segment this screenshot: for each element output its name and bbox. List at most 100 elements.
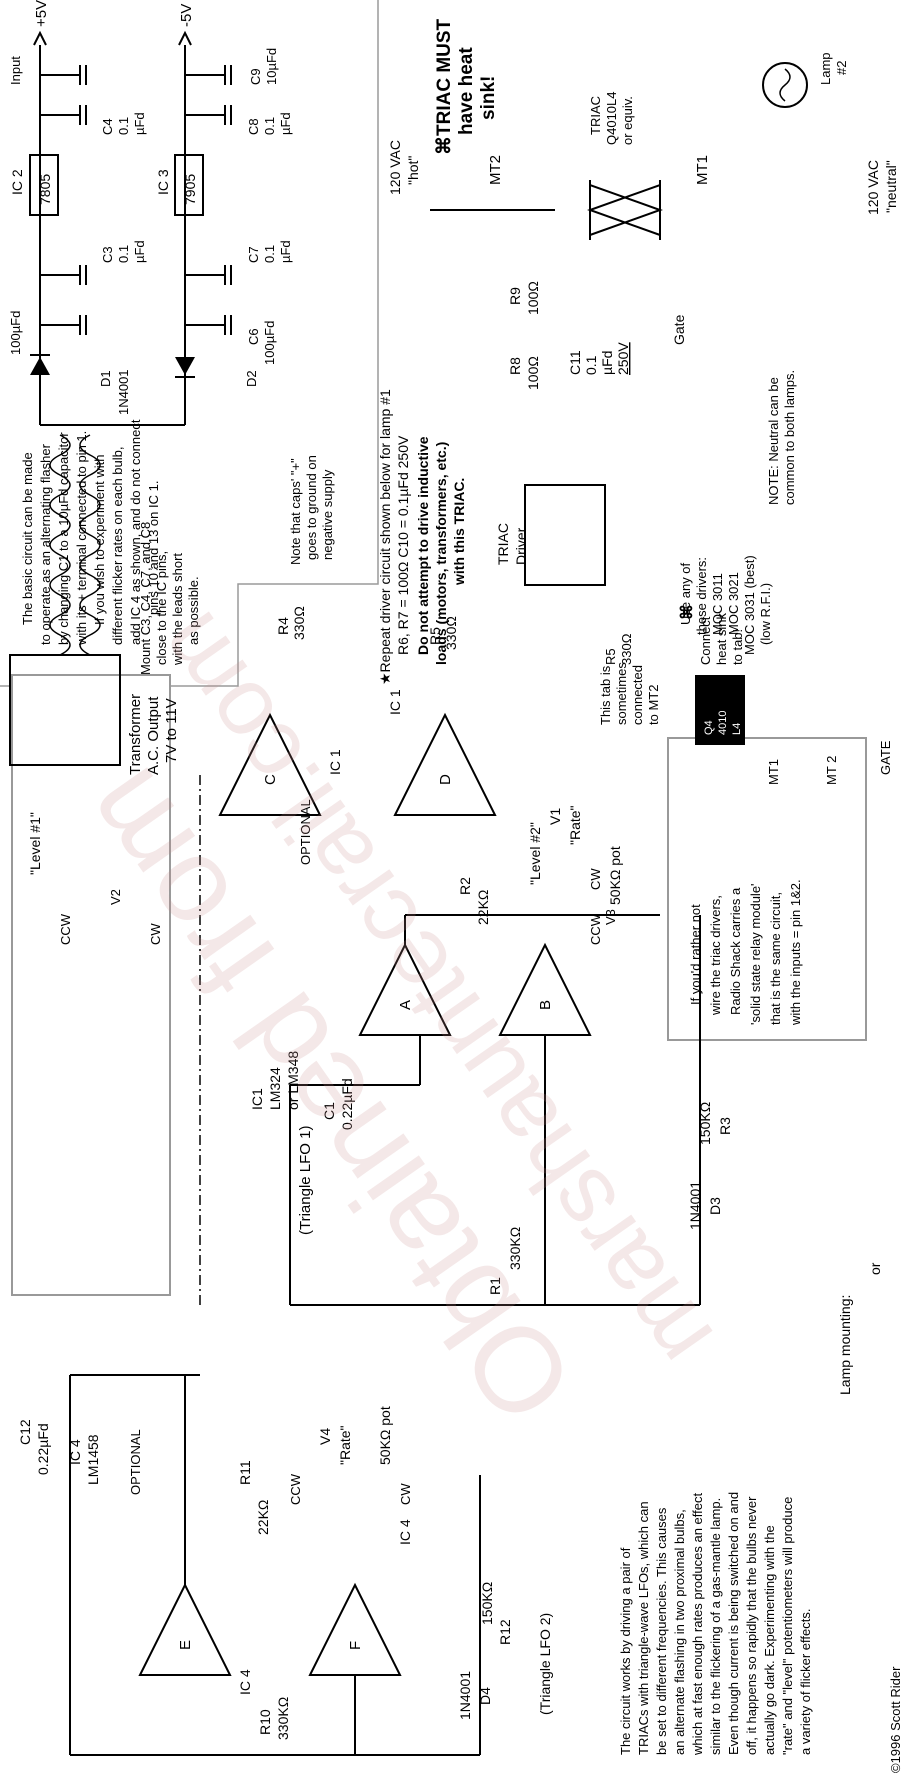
d4-part: 1N4001 xyxy=(457,1671,473,1720)
plus5v-label: +5V xyxy=(33,0,50,27)
c9-label: C9 xyxy=(248,68,263,85)
caps-note-2: goes to ground on xyxy=(304,455,319,560)
alt-note-1: The basic circuit can be made xyxy=(20,452,35,625)
ic3-part: 7905 xyxy=(182,174,198,205)
drivers-list-4: MOC 3021 xyxy=(726,572,741,635)
r10-value: 330KΩ xyxy=(275,1697,291,1740)
r12-label: R12 xyxy=(497,1619,513,1645)
alt-note-2: to operate as an alternating flasher xyxy=(38,443,53,645)
ac-hot-2: "hot" xyxy=(405,156,421,185)
opamp-c xyxy=(218,712,322,816)
rate1-label: "Rate" xyxy=(567,805,583,845)
pot1-label: 50KΩ pot xyxy=(607,846,623,905)
lamp2-label-2: #2 xyxy=(834,61,849,75)
c3-unit: µFd xyxy=(132,240,147,263)
repeat-note-1: ★Repeat driver circuit shown below for l… xyxy=(377,389,393,685)
pin-mt2: MT 2 xyxy=(824,756,839,785)
ic2-label: IC 2 xyxy=(9,169,25,195)
c11-unit: µFd xyxy=(599,351,615,375)
r11-label: R11 xyxy=(237,1460,253,1485)
ic4-part-2: LM1458 xyxy=(85,1434,101,1485)
opamp-d-label: D xyxy=(437,774,454,785)
mount-note-3: with the leads short xyxy=(170,553,185,666)
d1-label: D1 xyxy=(98,370,113,387)
c6-label: C6 xyxy=(246,328,261,345)
desc-7: Even though current is being switched on… xyxy=(726,1492,741,1755)
caps-note-3: negative supply xyxy=(320,469,335,560)
cw2-label: CW xyxy=(588,868,603,890)
ic4-e-label: IC 4 xyxy=(237,1669,253,1695)
warn-note-3: with this TRIAC. xyxy=(451,478,467,586)
pkg-line-3: L4 xyxy=(731,723,743,735)
opamp-e-label: E xyxy=(177,1640,194,1650)
opamp-f xyxy=(308,1582,402,1676)
c11-label: C11 xyxy=(567,350,583,375)
supply-capacitors xyxy=(40,65,232,335)
r10-label: R10 xyxy=(257,1709,273,1735)
neutral-note-2: common to both lamps. xyxy=(782,370,797,505)
r8-value: 100Ω xyxy=(525,356,541,390)
c4-label: C4 xyxy=(100,118,115,135)
ic2-regulator xyxy=(29,154,59,216)
ic2-part: 7805 xyxy=(37,174,53,205)
opamp-f-label: F xyxy=(347,1641,364,1650)
rate2-label: "Rate" xyxy=(337,1425,353,1465)
alt-note-3: by changing C1 to a 10µFd capacitor xyxy=(56,432,71,645)
d3-label: D3 xyxy=(707,1197,723,1215)
desc-2: TRIACs with triangle-wave LFOs, which ca… xyxy=(636,1501,651,1755)
desc-1: The circuit works by driving a pair of xyxy=(618,1547,633,1755)
minus5v-arrow xyxy=(178,30,192,46)
triac-must-2: have heat xyxy=(456,47,477,135)
c3-label: C3 xyxy=(100,246,115,263)
copyright: ©1996 Scott Rider xyxy=(888,1666,903,1773)
warn-note-2: loads (motors, transformers, etc.) xyxy=(433,442,449,665)
c5-value: 100µFd xyxy=(8,311,23,355)
plus5v-arrow xyxy=(33,30,47,46)
ssr-note-1: If you'd rather not xyxy=(688,904,703,1005)
desc-10: "rate" and "level" potentiometers will p… xyxy=(780,1497,795,1755)
r8-label: R8 xyxy=(507,357,523,375)
heat-sink-3: to tab! xyxy=(730,629,745,665)
drivers-list-6: (low R.F.I.) xyxy=(758,583,773,645)
c7-label: C7 xyxy=(246,246,261,263)
c1-value: 0.22µFd xyxy=(339,1078,355,1130)
ssr-note-2: wire the triac drivers, xyxy=(708,895,723,1016)
r5-value: 330Ω xyxy=(443,616,459,650)
c11-voltage: 250V xyxy=(615,342,631,375)
lamp2-bulb xyxy=(762,62,808,108)
drivers-list-2: these drivers: xyxy=(694,557,709,635)
r1-value: 330KΩ xyxy=(507,1227,523,1270)
c4-value: 0.1 xyxy=(116,117,131,135)
repeat-note-2: R6, R7 = 100Ω C10 = 0.1µFd 250V xyxy=(395,435,411,655)
drivers-list-3: MOC 3011 xyxy=(710,573,725,635)
triac-driver-ic xyxy=(524,484,606,586)
v4-label: V4 xyxy=(317,1428,333,1445)
ic3-label: IC 3 xyxy=(155,169,171,195)
heat-sink-icon: ⌘ xyxy=(679,604,696,620)
heat-sink-1: Connect xyxy=(698,616,713,665)
triac-part-3: or equiv. xyxy=(620,96,635,145)
ssr-note-4: 'solid state relay module' xyxy=(748,883,763,1025)
opamp-a-label: A xyxy=(397,1000,414,1010)
lamp-mount-label: Lamp mounting: xyxy=(837,1295,853,1395)
diode-d1 xyxy=(30,354,50,425)
diode-d2 xyxy=(175,357,195,425)
c12-label: C12 xyxy=(17,1419,33,1445)
twisted-leads-2 xyxy=(79,434,101,656)
level1-label: "Level #1" xyxy=(27,812,43,875)
opamp-d-ic: IC 1 xyxy=(387,689,403,715)
desc-3: be set to different frequencies. This ca… xyxy=(654,1507,669,1755)
opamp-b-label: B xyxy=(537,1000,554,1010)
r3-label: R3 xyxy=(717,1117,733,1135)
ssr-note-6: with the inputs = pin 1&2. xyxy=(788,879,803,1026)
r2-label: R2 xyxy=(457,877,473,895)
triac-part-1: TRIAC xyxy=(588,96,603,135)
tab-note-2: sometimes xyxy=(614,662,629,725)
r4-label: R4 xyxy=(275,617,291,635)
opamp-d xyxy=(393,712,497,816)
ac-neutral-2: "neutral" xyxy=(883,160,899,213)
r9-label: R9 xyxy=(507,287,523,305)
c4-unit: µFd xyxy=(132,112,147,135)
ic3-regulator xyxy=(174,154,204,216)
